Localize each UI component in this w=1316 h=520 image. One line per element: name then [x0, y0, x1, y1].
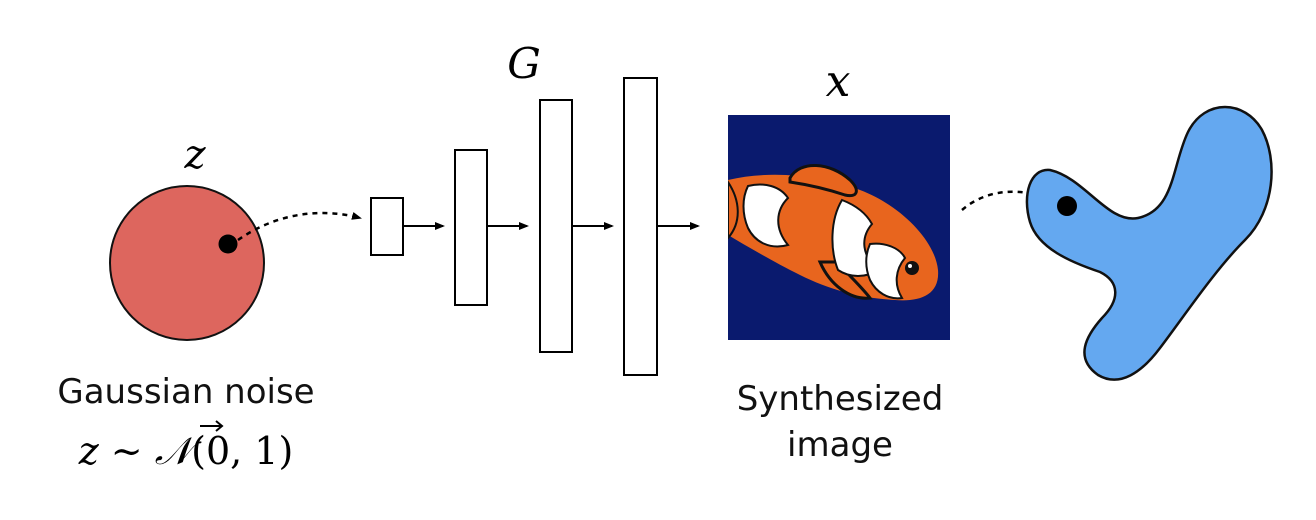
noise-formula-prefix: z ∼	[78, 429, 155, 473]
synthesized-image	[728, 115, 950, 340]
gaussian-noise-circle	[109, 185, 265, 341]
noise-formula: z ∼ 𝒩(0, 1)	[78, 429, 294, 473]
synthesized-caption-line1: Synthesized	[737, 379, 944, 419]
synthesized-caption-line2: image	[787, 425, 893, 465]
generator-layer-3	[539, 99, 573, 353]
generator-layer-4	[623, 77, 658, 376]
noise-caption: Gaussian noise	[57, 372, 314, 412]
image-manifold-blob	[1025, 105, 1273, 381]
generator-layer-2	[454, 149, 488, 306]
generator-layer-1	[370, 197, 404, 256]
zero-vector-arrow-icon	[200, 420, 224, 432]
generator-label: G	[507, 39, 541, 88]
latent-label: z	[183, 132, 206, 178]
latent-mapping-arrow	[237, 211, 362, 242]
output-label: x	[826, 56, 851, 107]
latent-point	[218, 234, 238, 254]
noise-formula-args: (0, 1)	[191, 429, 293, 473]
manifold-point	[1057, 196, 1077, 216]
